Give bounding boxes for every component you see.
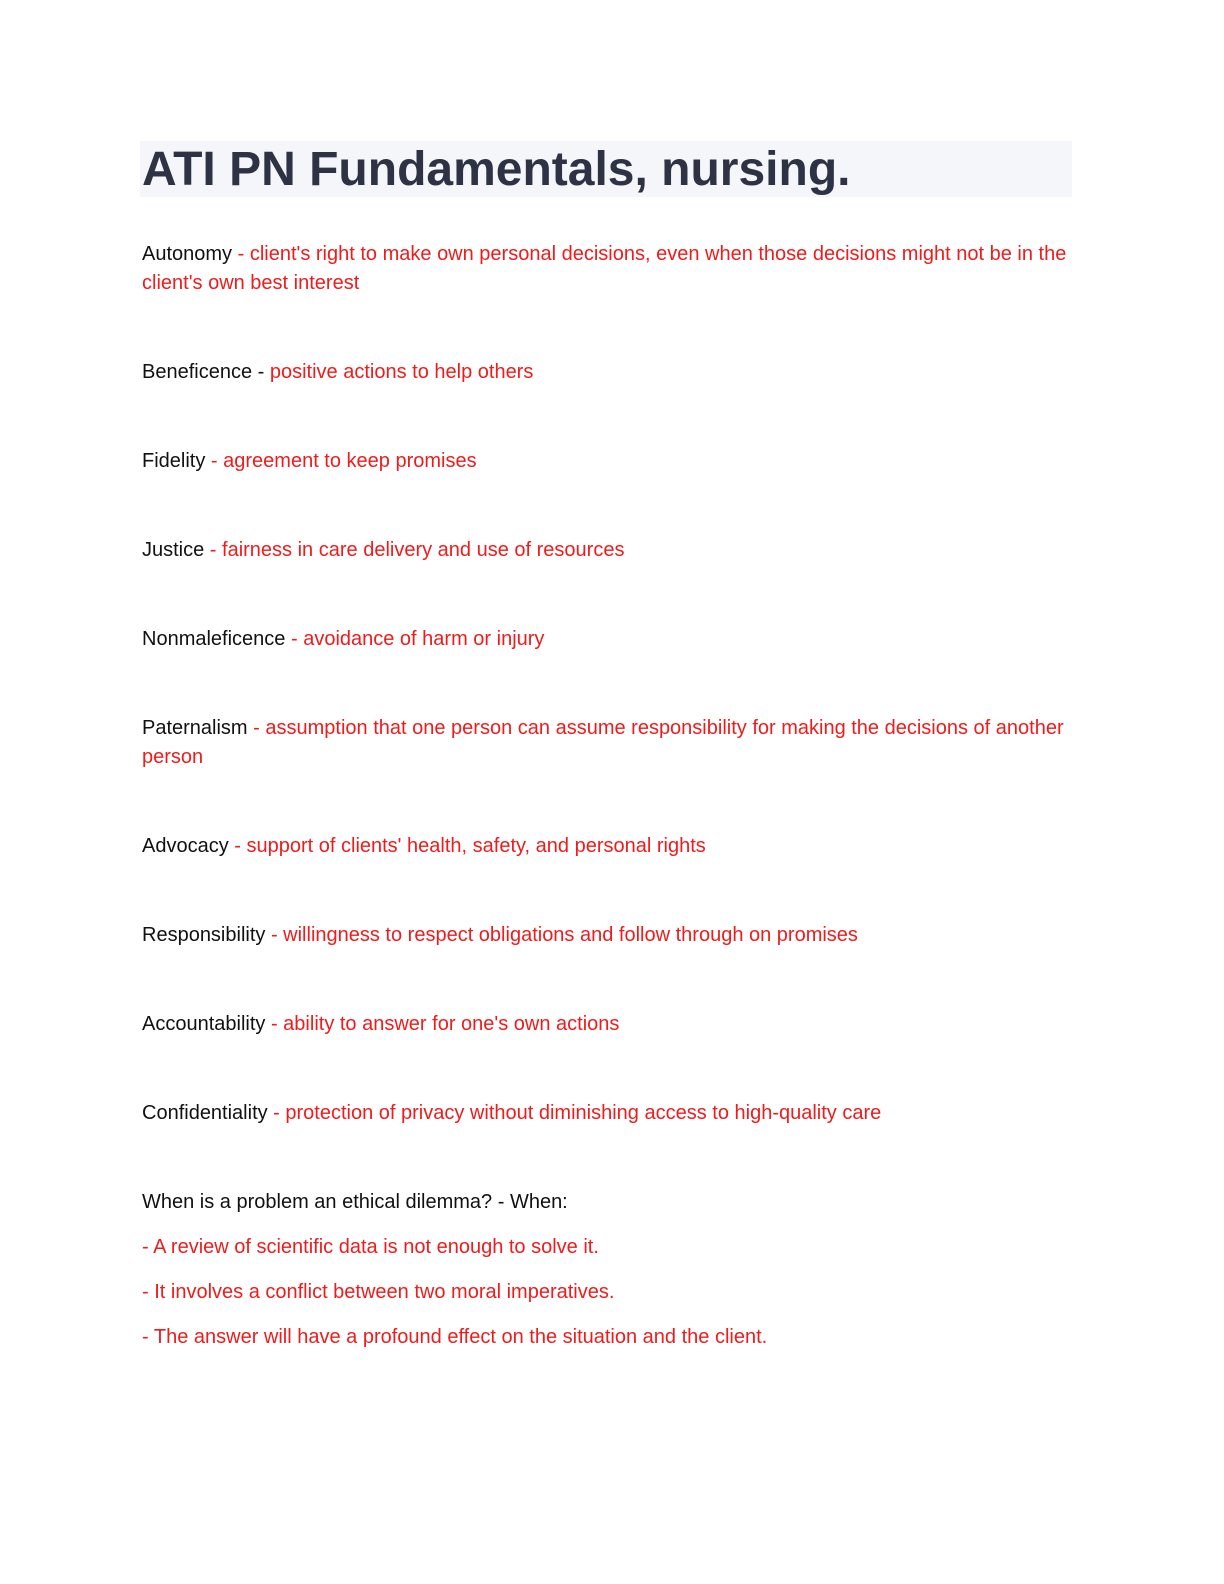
- definition: positive actions to help others: [269, 361, 534, 383]
- definition: - client's right to make own personal de…: [142, 243, 1067, 294]
- definition: - avoidance of harm or injury: [285, 628, 545, 650]
- term: Autonomy: [142, 243, 233, 265]
- term: Beneficence -: [142, 361, 270, 383]
- entry-fidelity: Fidelity - agreement to keep promises: [142, 447, 1072, 476]
- answer-item: - The answer will have a profound effect…: [142, 1326, 768, 1348]
- definition: - fairness in care delivery and use of r…: [204, 539, 625, 561]
- term: Confidentiality: [142, 1102, 268, 1124]
- entry-accountability: Accountability - ability to answer for o…: [142, 1010, 1072, 1039]
- term: Fidelity: [142, 450, 206, 472]
- definition: - protection of privacy without diminish…: [267, 1102, 882, 1124]
- answer-item: - A review of scientific data is not eno…: [142, 1236, 599, 1258]
- definition: - assumption that one person can assume …: [142, 717, 1064, 768]
- page-title: ATI PN Fundamentals, nursing.: [142, 143, 851, 196]
- term: Responsibility: [142, 924, 266, 946]
- definition: - ability to answer for one's own action…: [265, 1013, 620, 1035]
- entry-nonmaleficence: Nonmaleficence - avoidance of harm or in…: [142, 625, 1072, 654]
- definition: - agreement to keep promises: [205, 450, 477, 472]
- entry-advocacy: Advocacy - support of clients' health, s…: [142, 832, 1072, 861]
- entry-confidentiality: Confidentiality - protection of privacy …: [142, 1099, 1072, 1128]
- definition-list: Autonomy - client's right to make own pe…: [142, 240, 1072, 1368]
- entry-paternalism: Paternalism - assumption that one person…: [142, 714, 1072, 772]
- entry-autonomy: Autonomy - client's right to make own pe…: [142, 240, 1072, 298]
- term: Advocacy: [142, 835, 229, 857]
- ethical-dilemma-question-block: When is a problem an ethical dilemma? - …: [142, 1188, 1072, 1352]
- entry-beneficence: Beneficence - positive actions to help o…: [142, 358, 1072, 387]
- definition: - willingness to respect obligations and…: [265, 924, 858, 946]
- entry-responsibility: Responsibility - willingness to respect …: [142, 921, 1072, 950]
- term: Justice: [142, 539, 205, 561]
- entry-justice: Justice - fairness in care delivery and …: [142, 536, 1072, 565]
- title-background: [140, 141, 1072, 197]
- question-text: When is a problem an ethical dilemma? - …: [142, 1191, 568, 1213]
- term: Nonmaleficence: [142, 628, 286, 650]
- answer-item: - It involves a conflict between two mor…: [142, 1281, 615, 1303]
- term: Paternalism: [142, 717, 248, 739]
- definition: - support of clients' health, safety, an…: [228, 835, 706, 857]
- term: Accountability: [142, 1013, 266, 1035]
